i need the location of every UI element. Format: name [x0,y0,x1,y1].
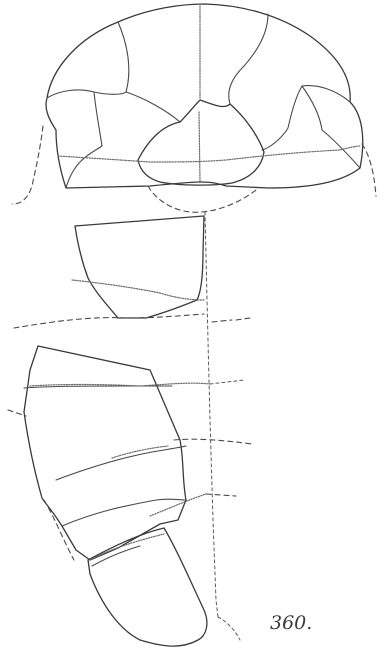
axis-base-dashed [218,617,240,640]
upper-fragment-suture [72,280,204,300]
separator-right-dashes [212,318,250,322]
figure-number-label: 360. [270,612,312,634]
calyx-left-dashed-extension [12,126,43,204]
arm-plate-line-2 [56,446,186,480]
calyx-left-plate-line [47,90,126,98]
calyx-lower-dashed-arc [148,186,256,212]
arm-lower-dashed-extension [206,494,236,496]
horizontal-dashed-separator [14,314,204,328]
terminal-suture [90,534,164,560]
terminal-fragment [88,528,207,646]
calyx-outline [46,4,363,188]
arm-lower-suture [150,494,206,516]
arm-left-lower-dashed [44,500,74,560]
calyx-right-plate-line [262,86,350,150]
arm-left-dashed [8,410,26,416]
upper-brachial-fragment [72,216,204,318]
calyx-radial-plate-line-left [118,22,180,122]
calyx-radial-plate-line-right [229,14,268,104]
arm-middle-dashed-extension [174,439,252,444]
arm-fragment [8,346,252,560]
vertical-axis-dashed [205,212,218,617]
upper-fragment-outline [75,216,204,318]
calyx-lower-left-plate [66,92,102,188]
arm-upper-dashed-extension [210,380,244,384]
arm-middle-suture [112,446,168,458]
calyx-right-dashed-extension [362,144,376,196]
calyx-midline-suture [199,6,200,182]
calyx-lower-right-plate [302,86,360,168]
calyx-central-plate [138,100,264,185]
arm-plate-line-1 [24,386,172,388]
calyx-horizontal-suture [58,146,360,162]
terminal-outline [88,528,207,646]
calyx [12,4,376,212]
